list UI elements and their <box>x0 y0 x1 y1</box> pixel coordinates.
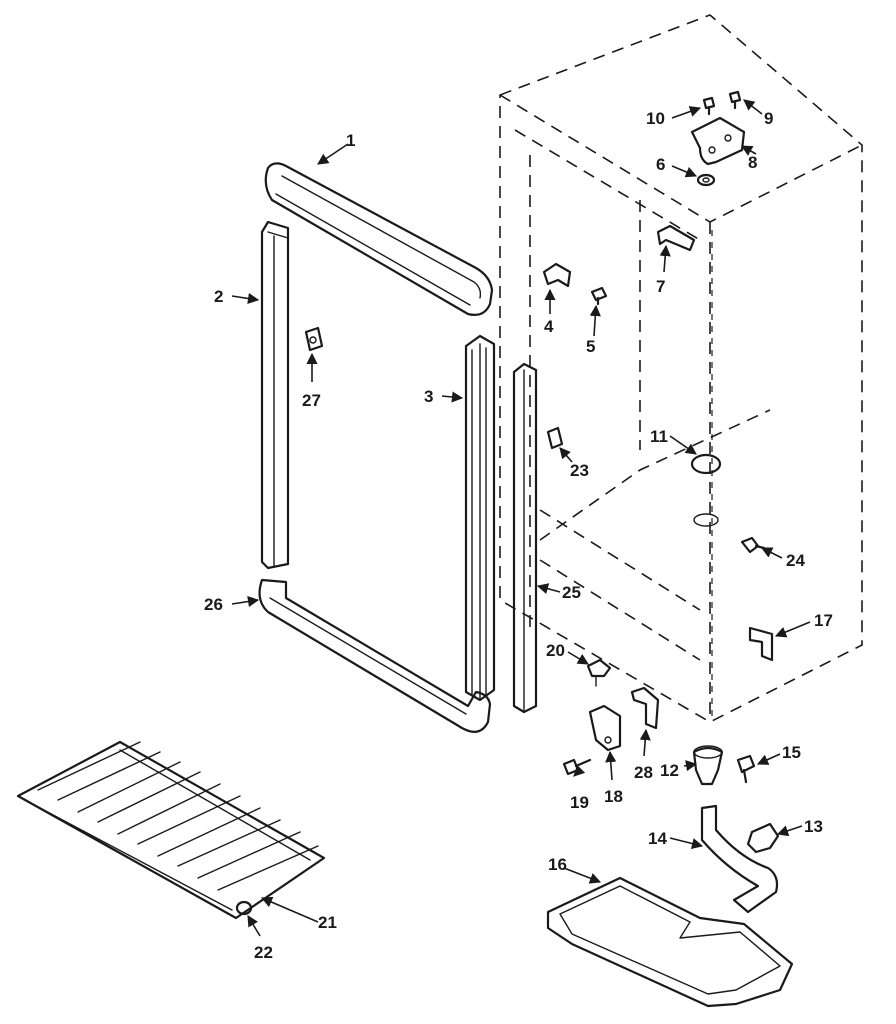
callout-25: 25 <box>562 583 581 602</box>
top-gasket <box>264 162 494 316</box>
callout-6: 6 <box>656 155 665 174</box>
callout-22: 22 <box>254 943 273 962</box>
callout-14: 14 <box>648 829 667 848</box>
callout-11: 11 <box>650 427 668 446</box>
right-gasket <box>464 334 496 702</box>
callout-19: 19 <box>570 793 589 812</box>
callout-27: 27 <box>302 391 321 410</box>
bracket-7 <box>656 224 696 252</box>
callout-8: 8 <box>748 153 757 172</box>
screw-15 <box>736 754 756 784</box>
screw-5 <box>590 286 608 306</box>
leaders <box>231 99 811 937</box>
callout-23: 23 <box>570 461 589 480</box>
bottom-gasket <box>258 578 492 733</box>
bracket-28 <box>630 686 660 730</box>
pivot-20 <box>586 658 612 678</box>
callout-5: 5 <box>586 337 595 356</box>
bracket-4 <box>542 262 572 288</box>
hinge-8 <box>690 116 746 166</box>
callout-18: 18 <box>604 787 623 806</box>
drain-pan-16 <box>546 876 794 1008</box>
left-gasket <box>260 220 290 570</box>
fastener-24 <box>740 536 766 554</box>
drain-tube-14 <box>700 804 779 914</box>
clip-23 <box>546 426 564 450</box>
shelf-bumper-22 <box>235 900 253 916</box>
callout-7: 7 <box>656 277 665 296</box>
plug-11 <box>690 453 722 475</box>
callout-4: 4 <box>544 317 554 336</box>
screw-10 <box>702 96 716 116</box>
cabinet-outline <box>499 14 863 723</box>
callout-28: 28 <box>634 763 653 782</box>
callout-9: 9 <box>764 109 773 128</box>
callout-24: 24 <box>786 551 805 570</box>
screw-9 <box>728 90 742 110</box>
bracket-18 <box>588 704 622 752</box>
callout-17: 17 <box>814 611 833 630</box>
washer-6 <box>696 173 716 187</box>
callout-10: 10 <box>646 109 665 128</box>
clamp-13 <box>746 822 780 854</box>
callout-2: 2 <box>214 287 223 306</box>
drain-fitting-12 <box>692 746 724 786</box>
callout-21: 21 <box>318 913 337 932</box>
clip-27 <box>304 326 324 352</box>
callout-3: 3 <box>424 387 433 406</box>
bracket-17 <box>748 626 774 662</box>
callout-26: 26 <box>204 595 223 614</box>
wire-shelf-21 <box>16 740 326 920</box>
callout-13: 13 <box>804 817 823 836</box>
callout-20: 20 <box>546 641 565 660</box>
screw-19 <box>562 758 592 776</box>
callout-1: 1 <box>346 131 355 150</box>
callout-16: 16 <box>548 855 567 874</box>
callout-15: 15 <box>782 743 801 762</box>
callout-12: 12 <box>660 761 679 780</box>
breaker-strip <box>512 362 538 714</box>
